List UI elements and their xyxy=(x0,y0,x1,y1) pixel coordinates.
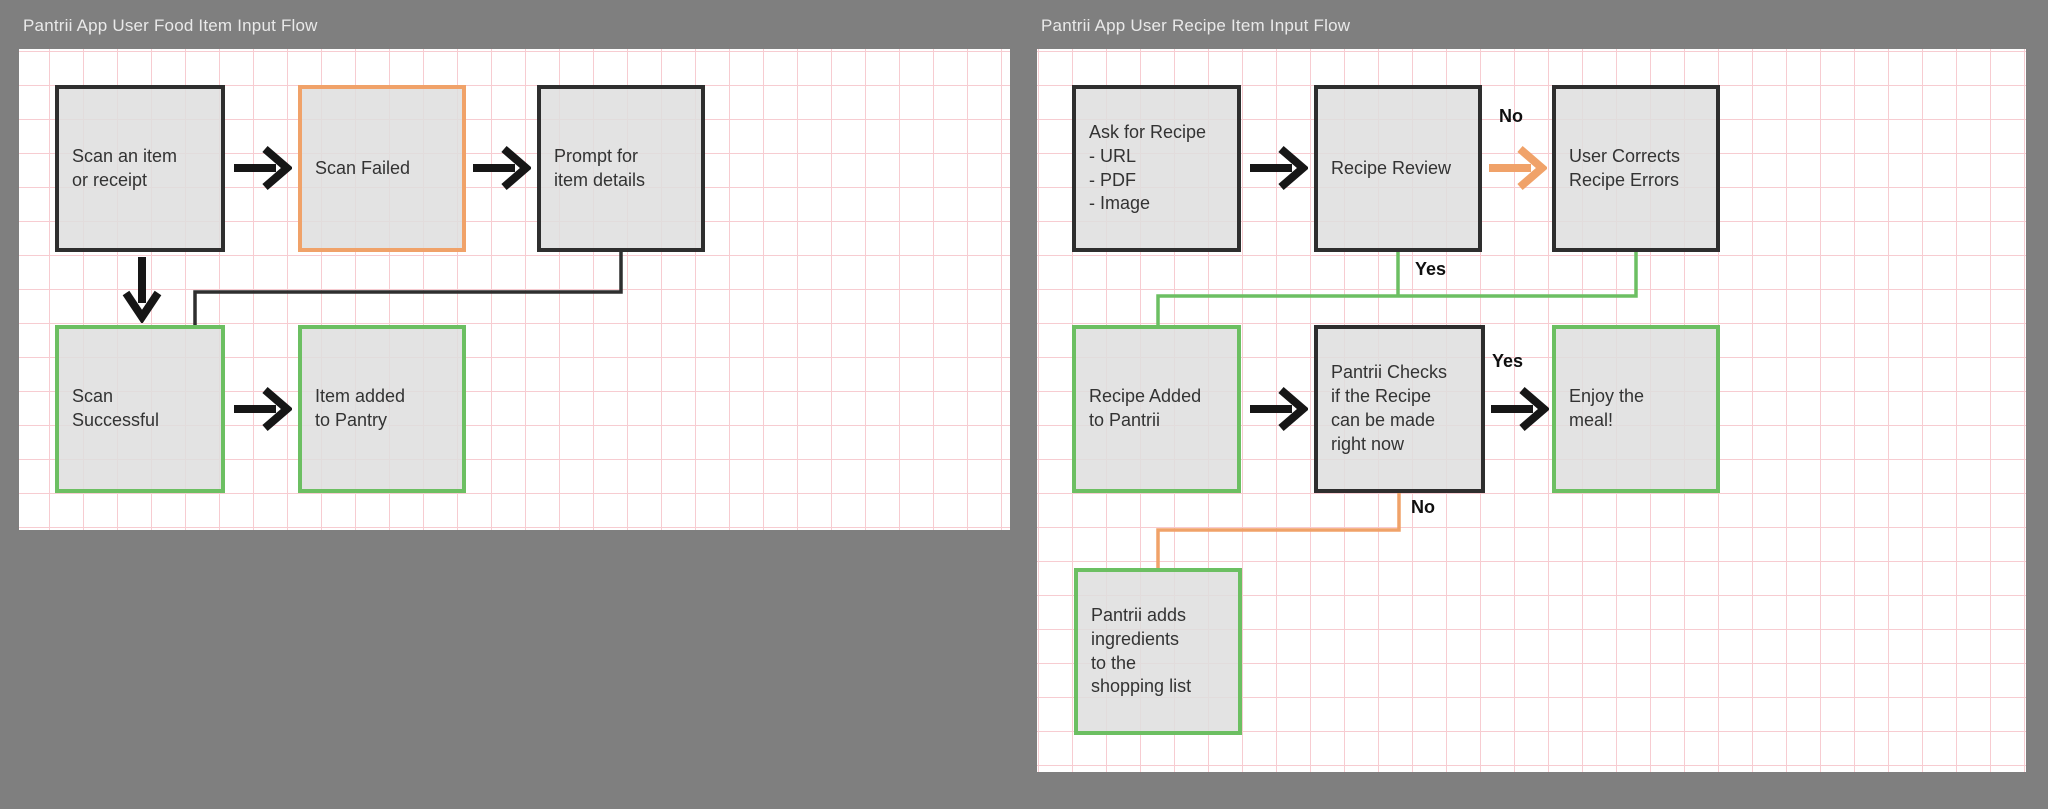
node-recipe-review[interactable]: Recipe Review xyxy=(1314,85,1482,252)
canvas-recipe-flow[interactable]: No Yes Yes No Ask for Recipe - URL - PDF… xyxy=(1037,49,2026,772)
edge-label-no-bottom[interactable]: No xyxy=(1411,497,1435,517)
edge-label-no-top[interactable]: No xyxy=(1499,106,1523,126)
node-pantrii-checks-recipe[interactable]: Pantrii Checks if the Recipe can be made… xyxy=(1314,325,1485,493)
arrow-yes-checks-to-enjoy[interactable] xyxy=(1489,385,1549,433)
node-enjoy-the-meal[interactable]: Enjoy the meal! xyxy=(1552,325,1720,493)
node-user-corrects-errors[interactable]: User Corrects Recipe Errors xyxy=(1552,85,1720,252)
node-prompt-item-details[interactable]: Prompt for item details xyxy=(537,85,705,252)
frame-title-food-flow[interactable]: Pantrii App User Food Item Input Flow xyxy=(23,16,318,35)
frame-title-recipe-flow[interactable]: Pantrii App User Recipe Item Input Flow xyxy=(1041,16,1351,35)
arrow-no-review-to-corrects[interactable] xyxy=(1487,144,1547,192)
arrow-added-to-checks[interactable] xyxy=(1248,385,1308,433)
edge-label-yes-top[interactable]: Yes xyxy=(1415,259,1447,279)
node-recipe-added-to-pantrii[interactable]: Recipe Added to Pantrii xyxy=(1072,325,1241,493)
node-scan-item[interactable]: Scan an item or receipt xyxy=(55,85,225,252)
arrow-success-to-itemadded[interactable] xyxy=(232,385,292,433)
canvas-food-flow[interactable]: Scan an item or receipt Scan Failed Prom… xyxy=(19,49,1010,530)
edge-label-yes-mid[interactable]: Yes xyxy=(1492,351,1524,371)
node-scan-failed[interactable]: Scan Failed xyxy=(298,85,466,252)
node-item-added-to-pantry[interactable]: Item added to Pantry xyxy=(298,325,466,493)
arrow-scanitem-to-success[interactable] xyxy=(122,255,162,323)
node-adds-ingredients-shopping-list[interactable]: Pantrii adds ingredients to the shopping… xyxy=(1074,568,1242,735)
arrow-scanitem-to-scanfailed[interactable] xyxy=(232,144,292,192)
arrow-scanfailed-to-prompt[interactable] xyxy=(471,144,531,192)
arrow-ask-to-review[interactable] xyxy=(1248,144,1308,192)
node-ask-for-recipe[interactable]: Ask for Recipe - URL - PDF - Image xyxy=(1072,85,1241,252)
node-scan-successful[interactable]: Scan Successful xyxy=(55,325,225,493)
